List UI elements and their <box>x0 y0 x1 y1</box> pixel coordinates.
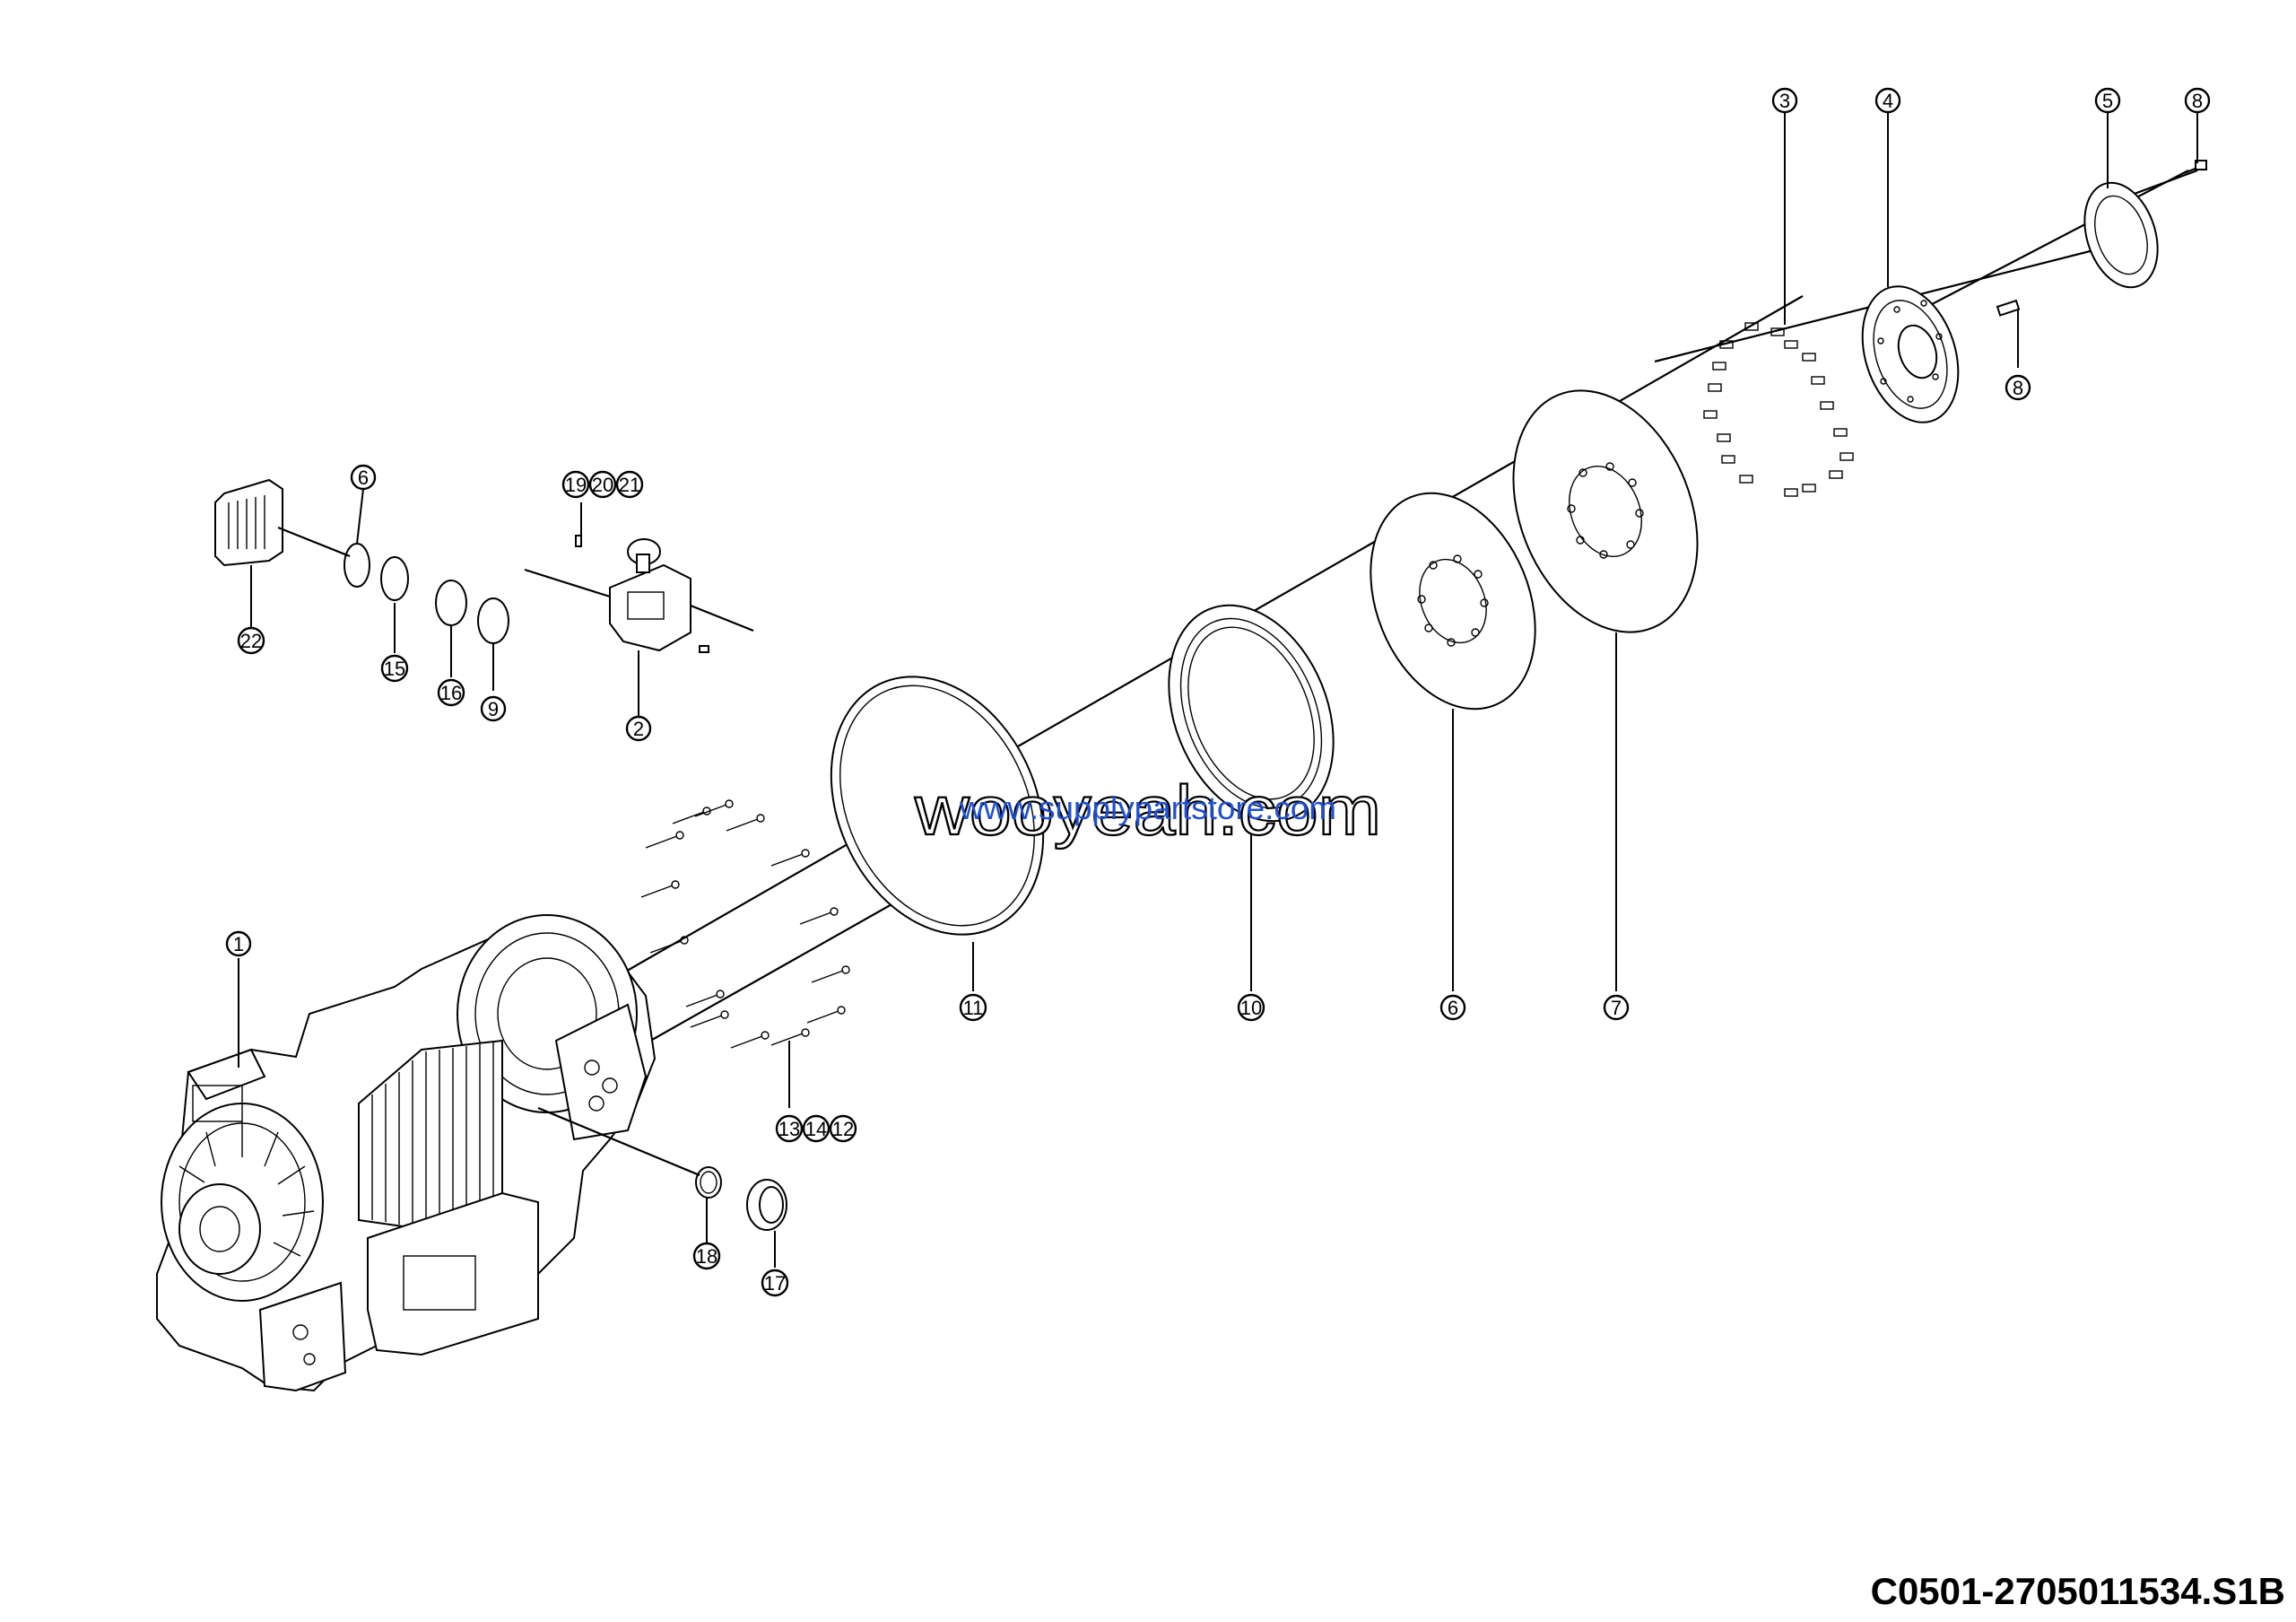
svg-text:6: 6 <box>358 467 369 489</box>
watermark-large: wooyeah.com <box>914 771 1381 850</box>
svg-text:10: 10 <box>1240 997 1262 1019</box>
svg-text:2: 2 <box>633 718 644 740</box>
callout-10: 10 <box>1237 993 1265 1022</box>
svg-text:1: 1 <box>233 933 244 955</box>
svg-text:21: 21 <box>619 474 640 496</box>
callout-21: 21 <box>615 470 644 499</box>
callout-18: 18 <box>692 1242 721 1270</box>
bolt-set-13-14-12[interactable] <box>640 799 850 1049</box>
o-ring-18[interactable] <box>695 1166 722 1199</box>
callout-14: 14 <box>802 1114 831 1143</box>
svg-text:22: 22 <box>240 630 262 652</box>
control-unit-22[interactable] <box>214 478 283 567</box>
gasket-5[interactable] <box>2072 173 2170 297</box>
callout-3: 3 <box>1771 87 1798 114</box>
svg-text:13: 13 <box>778 1118 800 1140</box>
flex-plate-6[interactable] <box>1340 468 1565 733</box>
callout-13: 13 <box>775 1114 804 1143</box>
adapter-ring-11[interactable] <box>791 642 1083 970</box>
callout-1: 1 <box>225 930 252 957</box>
callout-8-top: 8 <box>2184 87 2211 114</box>
svg-text:9: 9 <box>488 698 499 720</box>
svg-text:17: 17 <box>764 1272 786 1295</box>
svg-text:12: 12 <box>832 1118 854 1140</box>
svg-text:18: 18 <box>696 1245 718 1268</box>
callout-7: 7 <box>1603 994 1630 1021</box>
flange-4[interactable] <box>1846 274 1974 434</box>
callout-16: 16 <box>437 678 465 707</box>
o-ring-15[interactable] <box>380 556 409 601</box>
svg-text:16: 16 <box>440 682 462 704</box>
o-ring-6-left[interactable] <box>344 543 370 588</box>
o-ring-9[interactable] <box>477 597 509 644</box>
callout-4: 4 <box>1874 87 1901 114</box>
svg-text:3: 3 <box>1779 90 1790 112</box>
bolt-set-3[interactable] <box>1703 322 1854 497</box>
shift-selector-2[interactable] <box>524 535 754 653</box>
callout-5: 5 <box>2094 87 2121 114</box>
callout-6-right: 6 <box>1439 994 1466 1021</box>
callout-15: 15 <box>380 654 409 683</box>
seal-ring-10[interactable] <box>1138 580 1363 845</box>
callout-17: 17 <box>761 1269 789 1297</box>
callout-8-lower: 8 <box>2005 374 2031 401</box>
callout-19: 19 <box>561 470 590 499</box>
callout-6-left: 6 <box>350 464 377 491</box>
callout-12: 12 <box>829 1114 857 1143</box>
callout-20: 20 <box>588 470 617 499</box>
transmission-assembly[interactable] <box>156 914 657 1392</box>
svg-text:11: 11 <box>963 997 984 1019</box>
bolt-8-upper[interactable] <box>2183 160 2207 175</box>
svg-text:6: 6 <box>1448 997 1458 1019</box>
cover-17[interactable] <box>746 1179 787 1231</box>
svg-text:20: 20 <box>592 474 613 496</box>
svg-text:7: 7 <box>1611 997 1622 1019</box>
drawing-code: C0501-2705011534.S1B <box>1870 1570 2285 1612</box>
callout-22: 22 <box>237 626 265 655</box>
o-ring-16[interactable] <box>435 580 467 626</box>
callout-9: 9 <box>480 695 507 722</box>
watermark-small: www.supplypartstore.com <box>959 789 1336 826</box>
svg-text:14: 14 <box>805 1118 827 1140</box>
svg-text:19: 19 <box>565 474 587 496</box>
svg-text:4: 4 <box>1883 90 1893 112</box>
svg-text:15: 15 <box>384 658 405 680</box>
bolt-8-lower[interactable] <box>1996 299 2021 317</box>
svg-text:8: 8 <box>2192 90 2203 112</box>
callout-leader-lines <box>238 112 2198 1268</box>
flex-plate-7[interactable] <box>1479 363 1731 660</box>
callout-11: 11 <box>959 993 987 1022</box>
svg-text:5: 5 <box>2102 90 2113 112</box>
svg-text:8: 8 <box>2013 377 2023 399</box>
callout-2: 2 <box>625 715 652 742</box>
